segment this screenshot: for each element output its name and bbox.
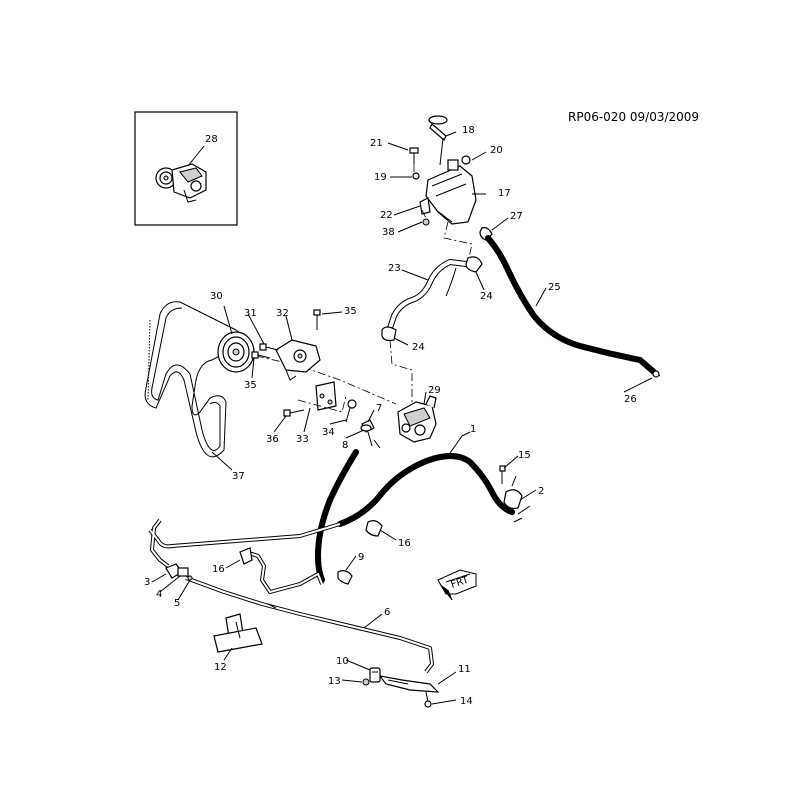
callout-37: 37	[232, 471, 245, 482]
callout-31: 31	[244, 308, 257, 319]
washer-19	[412, 172, 420, 180]
callout-2: 2	[538, 486, 544, 497]
callout-4: 4	[156, 589, 162, 600]
callout-20: 20	[490, 145, 503, 156]
reservoir-17	[425, 159, 477, 225]
reservoir-cap-18	[428, 115, 448, 166]
return-pipe-middle	[245, 550, 324, 594]
callout-16-upper: 16	[398, 538, 411, 549]
callout-25: 25	[548, 282, 561, 293]
callout-28: 28	[205, 134, 218, 145]
bolt-38	[422, 218, 430, 226]
front-direction-arrow	[437, 569, 477, 601]
callout-38: 38	[382, 227, 395, 238]
callout-3: 3	[144, 577, 150, 588]
callout-35-upper: 35	[344, 306, 357, 317]
callout-22: 22	[380, 210, 393, 221]
clamp-24-lower	[381, 326, 397, 342]
callout-24-lower: 24	[412, 342, 425, 353]
clamp-16-lower	[239, 547, 253, 565]
bolt-35-lower	[251, 351, 271, 359]
pressure-hose-1-left	[315, 449, 359, 583]
callout-17: 17	[498, 188, 511, 199]
clamp-16-upper	[365, 520, 383, 537]
return-hose-25	[485, 235, 657, 375]
callout-15: 15	[518, 450, 531, 461]
bolt-14	[424, 691, 432, 708]
callout-29: 29	[428, 385, 441, 396]
callout-7: 7	[376, 403, 382, 414]
bracket-12	[213, 613, 263, 653]
callout-19: 19	[374, 172, 387, 183]
callout-36: 36	[266, 434, 279, 445]
callout-26: 26	[624, 394, 637, 405]
bracket-11	[378, 675, 440, 693]
serpentine-belt-37	[144, 301, 242, 458]
pulley-30	[217, 331, 255, 373]
sleeve-4	[177, 567, 189, 577]
bolt-31	[259, 343, 279, 351]
callout-8: 8	[342, 440, 348, 451]
bolt-21	[409, 147, 419, 164]
callout-24-upper: 24	[480, 291, 493, 302]
callout-32: 32	[276, 308, 289, 319]
pump-inset-28	[155, 163, 207, 203]
hose-clip-2	[503, 475, 523, 509]
callout-16-lower: 16	[212, 564, 225, 575]
bolt-15	[499, 465, 506, 484]
callout-30: 30	[210, 291, 223, 302]
bracket-32	[275, 339, 321, 381]
callout-34: 34	[322, 427, 335, 438]
fitting-26	[652, 370, 660, 378]
inset-frame	[134, 111, 238, 226]
callout-12: 12	[214, 662, 227, 673]
stud-34	[345, 399, 357, 423]
callout-23: 23	[388, 263, 401, 274]
oring-5	[187, 575, 193, 581]
callout-6: 6	[384, 607, 390, 618]
power-steering-pump-29	[397, 395, 437, 443]
callout-10: 10	[336, 656, 349, 667]
clamp-24-upper	[465, 256, 483, 273]
clamp-9	[337, 570, 353, 585]
bracket-22	[419, 197, 431, 215]
callout-11: 11	[458, 664, 471, 675]
oring-8	[360, 424, 372, 432]
bolt-35-upper	[313, 309, 321, 330]
fitting-7	[361, 419, 375, 447]
seal-20	[461, 155, 471, 165]
leader-lines	[151, 131, 653, 705]
callout-1: 1	[470, 424, 476, 435]
pressure-hose-1-right	[337, 453, 515, 527]
callout-13: 13	[328, 676, 341, 687]
callout-14: 14	[460, 696, 473, 707]
bolt-36	[283, 409, 305, 417]
diagram-reference-code: RP06-020 09/03/2009	[568, 110, 700, 124]
nut-13	[362, 678, 370, 686]
callout-27: 27	[510, 211, 523, 222]
callout-33: 33	[296, 434, 309, 445]
clamp-10	[369, 667, 381, 683]
callout-21: 21	[370, 138, 383, 149]
callout-35-lower: 35	[244, 380, 257, 391]
callout-9: 9	[358, 552, 364, 563]
callout-5: 5	[174, 598, 180, 609]
callout-18: 18	[462, 125, 475, 136]
